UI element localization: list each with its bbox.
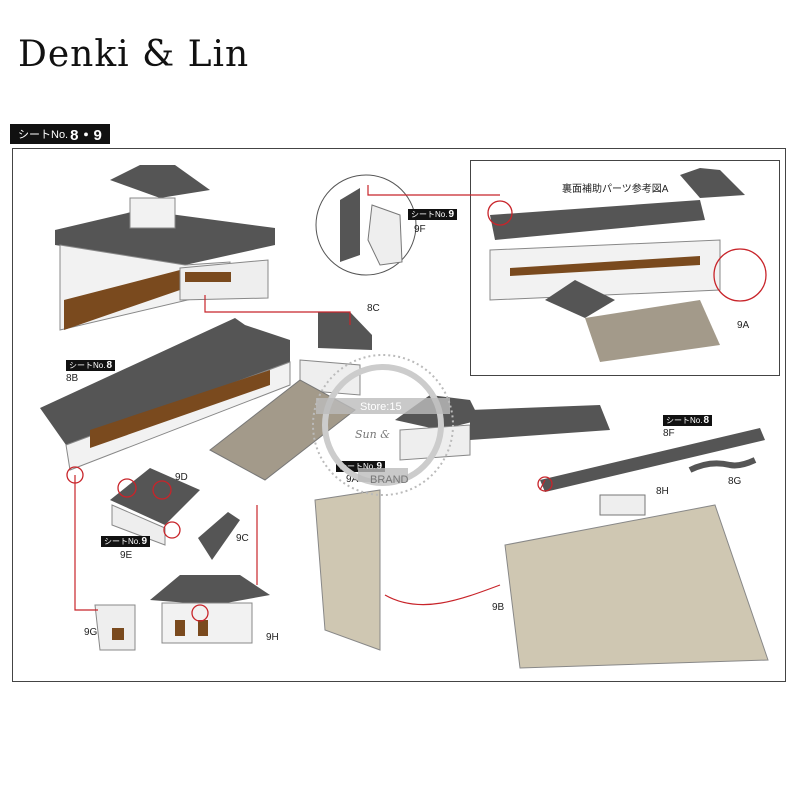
brand-logo-text: Denki & Lin [18, 34, 250, 75]
connector-lines [74, 185, 546, 611]
label-9a-ref: 9A [737, 320, 750, 331]
tag-8f: シートNo.8 [663, 415, 713, 426]
watermark-script: Sun & [355, 428, 390, 441]
label-9h: 9H [266, 632, 279, 643]
part-castle-center [395, 395, 610, 461]
label-8g: 8G [728, 476, 742, 487]
watermark-brand: BRAND [370, 474, 409, 486]
sheet-prefix: シートNo. [18, 129, 69, 141]
tag-9a: シートNo.9 [336, 461, 386, 472]
label-9c: 9C [236, 533, 249, 544]
diagram-frame [12, 148, 786, 682]
part-9b [504, 504, 769, 669]
label-8f: 8F [663, 428, 675, 439]
tag-9f: シートNo.9 [408, 209, 458, 220]
label-9f: 9F [414, 224, 426, 235]
part-8h [599, 494, 646, 516]
label-8c: 8C [367, 303, 380, 314]
label-9d: 9D [175, 472, 188, 483]
label-9b: 9B [492, 602, 505, 613]
part-main-building [55, 165, 275, 331]
part-8f [540, 428, 765, 492]
label-8h: 8H [656, 486, 669, 497]
part-9a [314, 489, 381, 651]
sheet-number: 8・9 [70, 126, 102, 144]
label-9g: 9G [84, 627, 98, 638]
label-8b: 8B [66, 373, 79, 384]
part-9c [198, 512, 240, 560]
tag-8b: シートNo.8 [66, 360, 116, 371]
part-9h [150, 575, 270, 644]
sheet-number-badge: シートNo. 8・9 [10, 124, 110, 144]
label-9e: 9E [120, 550, 133, 561]
watermark-store: Store:15 [360, 401, 402, 413]
part-9g [94, 604, 136, 651]
reference-building [489, 168, 745, 362]
highlight-circles [66, 200, 767, 622]
reference-title: 裏面補助パーツ参考図A [562, 184, 669, 195]
tag-9e: シートNo.9 [101, 536, 151, 547]
label-9a: 9A [346, 474, 359, 485]
part-8g [688, 457, 757, 473]
part-8b [40, 318, 291, 471]
part-9f-inset [315, 174, 417, 276]
